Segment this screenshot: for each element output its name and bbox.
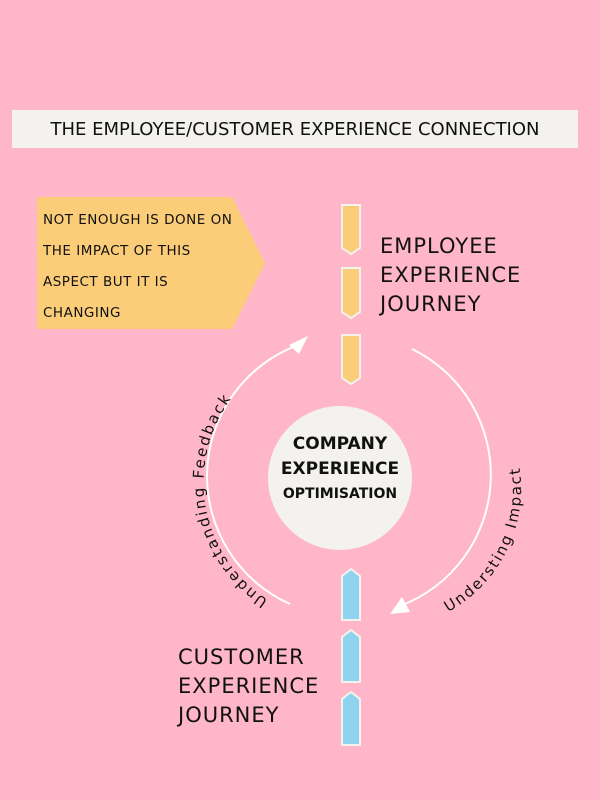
right-arc-label-text: Understing Impact [441,466,523,616]
left-arrowhead-icon [289,336,308,354]
callout-arrow-shape [37,197,265,329]
employee-label-line: Journey [380,292,482,316]
left-arc-arrow [206,344,299,605]
left-arc-label-text: Understanding Feedback [190,389,269,611]
employee-label-line: Employee [380,234,498,258]
customer-block-3 [341,690,361,746]
right-arrowhead-icon [390,597,410,614]
customer-journey-label: Customer Experience Journey [178,643,319,730]
employee-label-line: Experience [380,263,522,287]
employee-block-1 [341,204,361,256]
employee-block-3 [341,334,361,386]
right-arc-label: Understing Impact [441,466,525,616]
center-label-line: Optimisation [282,486,398,502]
right-arc-arrow [399,348,492,607]
customer-label-line: Experience [178,674,320,698]
center-circle [268,406,412,550]
employee-block-2 [341,267,361,320]
left-arc-label: Understanding Feedback [190,389,271,611]
employee-journey-label: Employee Experience Journey [380,232,521,319]
diagram-title: The Employee/Customer Experience Connect… [12,110,578,148]
center-label-line: Company [292,434,388,454]
customer-label-line: Journey [178,703,280,727]
employee-journey-blocks [341,204,361,386]
center-label-line: Experience [280,459,400,479]
customer-journey-blocks [341,567,361,746]
customer-block-1 [341,567,361,621]
customer-block-2 [341,628,361,683]
customer-label-line: Customer [178,645,305,669]
note-callout: Not enough is done on the impact of this… [37,197,265,329]
note-text: Not enough is done on the impact of this… [43,212,233,321]
center-label: Company Experience Optimisation [270,432,410,507]
